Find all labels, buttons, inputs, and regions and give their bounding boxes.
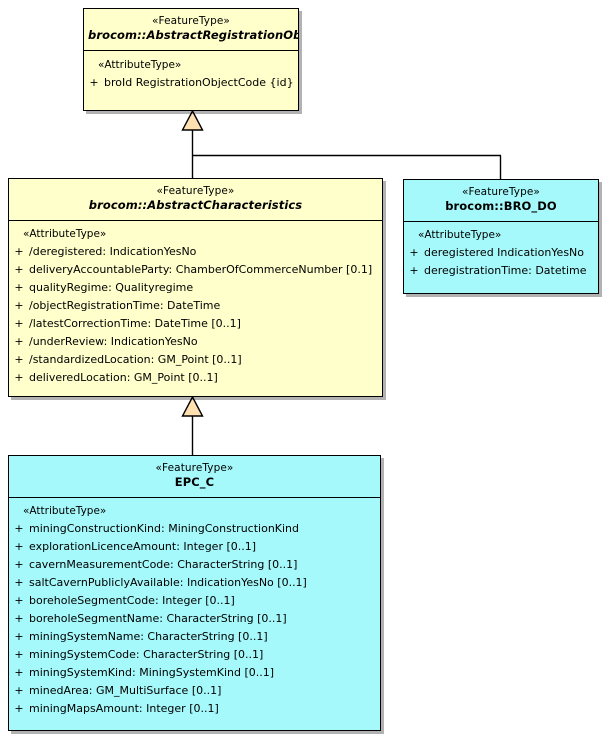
attribute-row[interactable]: + qualityRegime: Qualityregime [9,279,380,297]
class-title: brocom::BRO_DO [445,199,557,214]
attribute-row[interactable]: + deliveredLocation: GM_Point [0..1] [9,369,380,387]
attribute-compartment-label: «AttributeType» [98,58,182,71]
class-header: «FeatureType» brocom::BRO_DO [404,180,598,222]
attribute-visibility: + [14,629,24,643]
attribute-row[interactable]: + boreholeSegmentCode: Integer [0..1] [9,592,378,610]
attribute-visibility: + [14,370,24,384]
attribute-visibility: + [14,611,24,625]
attribute-text: /standardizedLocation: GM_Point [0..1] [29,352,242,366]
class-header: «FeatureType» EPC_C [9,456,380,498]
attribute-text: miningSystemKind: MiningSystemKind [0..1… [29,665,275,679]
attribute-row[interactable]: + /latestCorrectionTime: DateTime [0..1] [9,315,380,333]
attribute-row[interactable]: + miningSystemKind: MiningSystemKind [0..… [9,664,378,682]
class-header: «FeatureType» brocom::AbstractCharacteri… [9,179,382,221]
attribute-text: /objectRegistrationTime: DateTime [29,298,221,312]
attribute-row[interactable]: + /underReview: IndicationYesNo [9,333,380,351]
generalization-arrowhead [181,109,204,131]
attribute-visibility: + [14,298,24,312]
class-title: brocom::AbstractRegistrationObject [88,28,298,43]
attribute-visibility: + [409,245,419,259]
attribute-text: minedArea: GM_MultiSurface [0..1] [29,683,222,697]
attribute-visibility: + [14,316,24,330]
attribute-compartment-label: «AttributeType» [418,228,502,241]
generalization-arrowhead [181,395,204,417]
class-title: brocom::AbstractCharacteristics [88,198,303,213]
attribute-visibility: + [14,701,24,715]
attribute-text: miningSystemName: CharacterString [0..1] [29,629,268,643]
class-attributes-compartment: «AttributeType» + /deregistered: Indicati… [9,221,382,394]
attribute-row[interactable]: + saltCavernPubliclyAvailable: Indication… [9,574,378,592]
attribute-row[interactable]: + explorationLicenceAmount: Integer [0..1… [9,538,378,556]
class-stereotype: «FeatureType» [155,462,234,474]
attribute-text: boreholeSegmentName: CharacterString [0.… [29,611,287,625]
class-stereotype: «FeatureType» [156,185,235,197]
attribute-visibility: + [14,647,24,661]
attribute-visibility: + [14,539,24,553]
attribute-row[interactable]: + miningConstructionKind: MiningConstruct… [9,520,378,538]
attribute-text: /underReview: IndicationYesNo [29,334,198,348]
attribute-visibility: + [14,557,24,571]
attribute-text: broId RegistrationObjectCode {id} [104,75,294,89]
attribute-row[interactable]: + miningMapsAmount: Integer [0..1] [9,700,378,718]
attribute-text: qualityRegime: Qualityregime [29,280,194,294]
class-stereotype: «FeatureType» [462,186,540,198]
attribute-text: deliveryAccountableParty: ChamberOfComme… [29,262,373,276]
attribute-compartment-label: «AttributeType» [23,504,107,517]
attribute-text: deregistered IndicationYesNo [424,245,585,259]
class-box-bro-do[interactable]: «FeatureType» brocom::BRO_DO «AttributeT… [403,179,599,294]
attribute-visibility: + [89,75,99,89]
class-attributes-compartment: «AttributeType» + miningConstructionKind:… [9,498,380,725]
attribute-visibility: + [14,683,24,697]
attribute-text: miningConstructionKind: MiningConstructi… [29,521,300,535]
attribute-visibility: + [14,575,24,589]
attribute-row[interactable]: + miningSystemName: CharacterString [0..1… [9,628,378,646]
class-header: «FeatureType» brocom::AbstractRegistrati… [84,9,298,51]
attribute-row[interactable]: + deregistrationTime: Datetime [404,262,596,280]
attribute-text: cavernMeasurementCode: CharacterString [… [29,557,298,571]
attribute-text: miningSystemCode: CharacterString [0..1] [29,647,264,661]
class-box-abstract-characteristics[interactable]: «FeatureType» brocom::AbstractCharacteri… [8,178,383,397]
attribute-text: explorationLicenceAmount: Integer [0..1] [29,539,257,553]
attribute-row[interactable]: + /standardizedLocation: GM_Point [0..1] [9,351,380,369]
attribute-visibility: + [14,244,24,258]
attribute-visibility: + [409,263,419,277]
class-box-epc-c[interactable]: «FeatureType» EPC_C «AttributeType» + min… [8,455,381,731]
attribute-row[interactable]: + deregistered IndicationYesNo [404,244,596,262]
attribute-text: miningMapsAmount: Integer [0..1] [29,701,219,715]
class-stereotype: «FeatureType» [152,15,230,27]
attribute-row[interactable]: + /deregistered: IndicationYesNo [9,243,380,261]
class-attributes-compartment: «AttributeType» + deregistered Indication… [404,222,598,287]
attribute-visibility: + [14,334,24,348]
class-attributes-compartment: «AttributeType» + broId RegistrationObjec… [84,51,298,99]
generalization-to-abstract-characteristics[interactable] [181,395,204,455]
attribute-text: /latestCorrectionTime: DateTime [0..1] [29,316,241,330]
generalization-to-abstract-registration-object[interactable] [181,109,502,179]
attribute-row[interactable]: + cavernMeasurementCode: CharacterString … [9,556,378,574]
attribute-row[interactable]: + deliveryAccountableParty: ChamberOfComm… [9,261,380,279]
class-box-abstract-registration-object[interactable]: «FeatureType» brocom::AbstractRegistrati… [83,8,299,111]
attribute-visibility: + [14,352,24,366]
attribute-text: saltCavernPubliclyAvailable: IndicationY… [29,575,307,589]
class-title: EPC_C [174,475,215,490]
attribute-row[interactable]: + boreholeSegmentName: CharacterString [0… [9,610,378,628]
attribute-text: boreholeSegmentCode: Integer [0..1] [29,593,235,607]
attribute-visibility: + [14,280,24,294]
attribute-row[interactable]: + minedArea: GM_MultiSurface [0..1] [9,682,378,700]
attribute-text: deregistrationTime: Datetime [424,263,587,277]
attribute-row[interactable]: + /objectRegistrationTime: DateTime [9,297,380,315]
attribute-visibility: + [14,593,24,607]
attribute-row[interactable]: + broId RegistrationObjectCode {id} [84,74,296,92]
attribute-visibility: + [14,262,24,276]
attribute-visibility: + [14,521,24,535]
attribute-visibility: + [14,665,24,679]
attribute-row[interactable]: + miningSystemCode: CharacterString [0..1… [9,646,378,664]
attribute-text: /deregistered: IndicationYesNo [29,244,197,258]
attribute-text: deliveredLocation: GM_Point [0..1] [29,370,218,384]
attribute-compartment-label: «AttributeType» [23,227,107,240]
